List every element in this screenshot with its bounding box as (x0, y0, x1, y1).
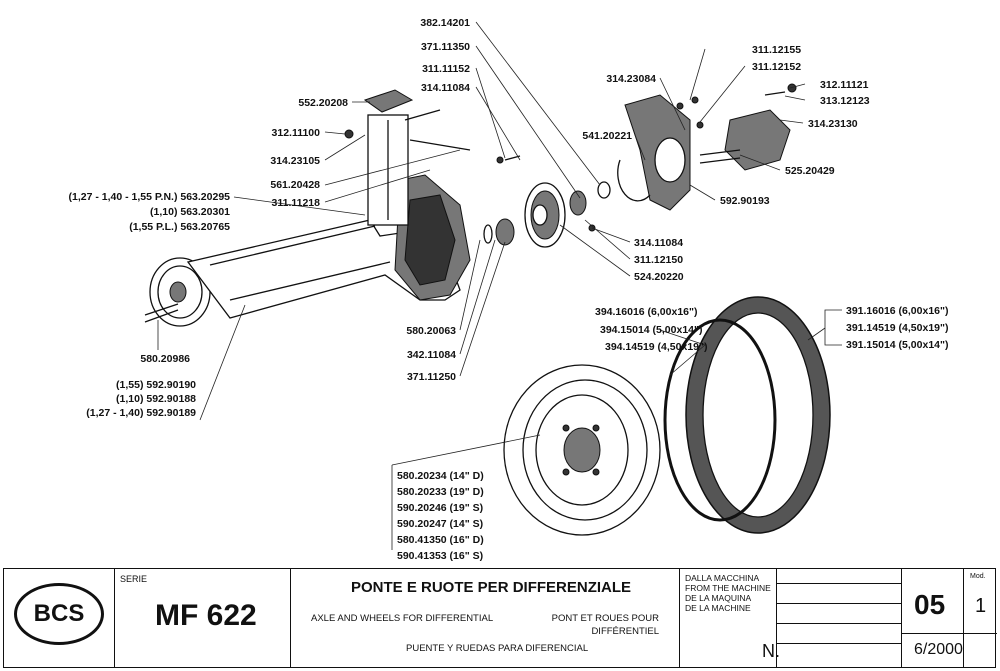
revision-date: 6/2000 (914, 641, 963, 658)
part-labels: 382.14201 371.11350 311.11152 314.11084 … (69, 17, 949, 562)
revision-number: 1 (975, 595, 987, 617)
part-label: 592.90193 (720, 195, 770, 207)
title-french-1: PONT ET ROUES POUR (551, 613, 659, 624)
title-english: AXLE AND WHEELS FOR DIFFERENTIAL (311, 613, 494, 624)
page-cell: 05 (902, 569, 964, 667)
part-label: 312.11121 (820, 79, 869, 91)
title-french-2: DIFFÉRENTIEL (591, 626, 659, 637)
leader-lines (157, 21, 842, 550)
title-spanish: PUENTE Y RUEDAS PARA DIFERENCIAL (406, 643, 589, 654)
title-block: BCS SERIE MF 622 PONTE E RUOTE PER DIFFE… (3, 568, 997, 668)
from-machine-es: DE LA MAQUINA (685, 593, 752, 603)
hub-carrier-drawing (617, 83, 797, 211)
part-label: 342.11084 (407, 349, 456, 361)
from-machine-it: DALLA MACCHINA (685, 573, 760, 583)
part-label: 525.20429 (785, 165, 835, 177)
part-label: (1,55) 592.90190 (116, 379, 196, 391)
machine-cell: DALLA MACCHINA FROM THE MACHINE DE LA MA… (680, 569, 902, 667)
part-label: 580.20234 (14" D) (397, 470, 484, 482)
wheel-drawing (503, 296, 831, 536)
part-label: 313.12123 (820, 95, 870, 107)
part-label: 394.16016 (6,00x16") (595, 306, 697, 318)
title-italian: PONTE E RUOTE PER DIFFERENZIALE (351, 579, 632, 596)
part-label: 391.14519 (4,50x19") (846, 322, 948, 334)
part-label: 394.14519 (4,50x19") (605, 341, 707, 353)
revision-cell: Mod. 1 (964, 569, 997, 667)
serie-label: SERIE (120, 574, 148, 584)
part-label: 311.12152 (752, 61, 801, 73)
model-code: MF 622 (155, 599, 257, 632)
part-label: (1,27 - 1,40 - 1,55 P.N.) 563.20295 (69, 191, 231, 203)
part-label: 314.23084 (606, 73, 656, 85)
part-label: 391.15014 (5,00x14") (846, 339, 948, 351)
part-label: (1,10) 563.20301 (150, 206, 230, 218)
part-label: 394.15014 (5,00x14") (600, 324, 702, 336)
gear-assembly-drawing (483, 155, 611, 248)
part-label: 371.11250 (407, 371, 456, 383)
part-label: 311.12155 (752, 44, 801, 56)
part-label: 391.16016 (6,00x16") (846, 305, 948, 317)
part-label: 524.20220 (634, 271, 684, 283)
part-label: (1,55 P.L.) 563.20765 (129, 221, 230, 233)
part-label: 580.20063 (406, 325, 456, 337)
title-cell: PONTE E RUOTE PER DIFFERENZIALE AXLE AND… (291, 569, 680, 667)
part-label: 561.20428 (270, 179, 320, 191)
part-label: 311.11152 (422, 63, 470, 75)
part-label: 312.11100 (272, 127, 321, 139)
part-label: 590.20246 (19" S) (397, 502, 483, 514)
serie-cell: SERIE MF 622 (115, 569, 291, 667)
number-label: N. (762, 641, 780, 661)
part-label: 314.11084 (634, 237, 683, 249)
from-machine-en: FROM THE MACHINE (685, 583, 771, 593)
bcs-logo: BCS (14, 583, 104, 645)
page-number: 05 (914, 589, 946, 620)
part-label: 580.20233 (19" D) (397, 486, 484, 498)
part-label: 311.11218 (272, 197, 321, 209)
part-label: 314.23130 (808, 118, 858, 130)
part-label: 580.20986 (140, 353, 190, 365)
part-label: 590.41353 (16" S) (397, 550, 483, 562)
part-label: 311.12150 (634, 254, 683, 266)
part-label: (1,27 - 1,40) 592.90189 (86, 407, 196, 419)
part-label: 552.20208 (298, 97, 348, 109)
part-label: (1,10) 592.90188 (116, 393, 196, 405)
part-label: 590.20247 (14" S) (397, 518, 483, 530)
from-machine-fr: DE LA MACHINE (685, 603, 751, 613)
logo-cell: BCS (4, 569, 115, 667)
part-label: 580.41350 (16" D) (397, 534, 484, 546)
part-label: 314.23105 (270, 155, 320, 167)
part-label: 314.11084 (421, 82, 470, 94)
axle-housing-drawing (144, 89, 471, 327)
part-label: 371.11350 (421, 41, 470, 53)
mod-label: Mod. (970, 573, 986, 580)
part-label: 382.14201 (420, 17, 470, 29)
part-label: 541.20221 (582, 130, 632, 142)
